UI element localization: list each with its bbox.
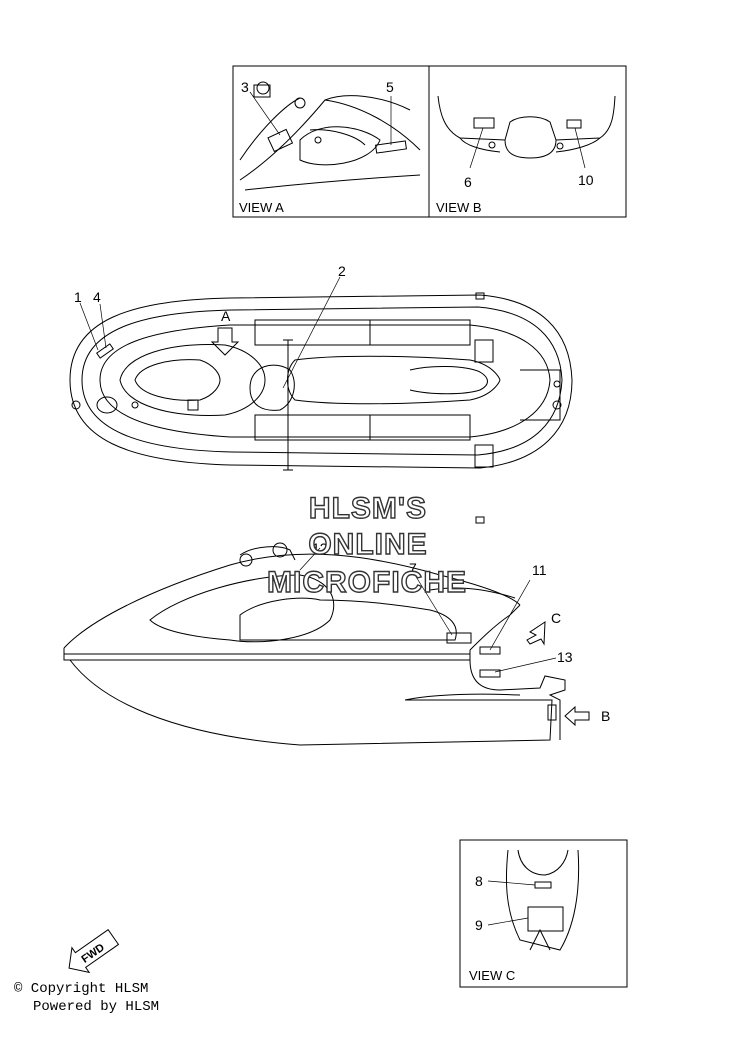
callout-3: 3	[241, 79, 249, 95]
view-a-title: VIEW A	[239, 200, 284, 215]
callout-12: 12	[312, 540, 328, 556]
callout-10: 10	[578, 172, 594, 188]
view-b-drawing	[437, 95, 616, 169]
view-c-title: VIEW C	[469, 968, 515, 983]
view-b-arrow-label: B	[601, 708, 610, 724]
callout-4: 4	[93, 289, 101, 305]
callout-9: 9	[475, 917, 483, 933]
watermark-line-2: ONLINE	[308, 528, 427, 561]
view-a-b-panel: 3 5 6 10 VIEW A VIEW B	[232, 65, 627, 218]
callout-11: 11	[532, 562, 547, 578]
callout-7: 7	[409, 560, 417, 576]
view-c-panel: 8 9 VIEW C	[459, 839, 628, 988]
view-c-arrow-label: C	[551, 610, 561, 626]
top-view-drawing	[69, 276, 573, 524]
callout-13: 13	[557, 649, 573, 665]
callout-2: 2	[338, 263, 346, 279]
side-view-drawing	[63, 542, 590, 746]
view-b-title: VIEW B	[436, 200, 482, 215]
view-a-drawing	[239, 81, 421, 191]
callout-6: 6	[464, 174, 472, 190]
powered-by-text: Powered by HLSM	[33, 999, 160, 1015]
callout-8: 8	[475, 873, 483, 889]
view-a-arrow-label: A	[221, 308, 231, 324]
callout-1: 1	[74, 289, 82, 305]
copyright-text: © Copyright HLSM	[14, 981, 149, 997]
watermark-line-1: HLSM'S	[309, 492, 427, 525]
callout-5: 5	[386, 79, 394, 95]
watermark-line-3: MICROFICHE	[267, 566, 467, 599]
fwd-arrow-icon: FWD	[68, 929, 120, 974]
watermark: HLSM'S ONLINE MICROFICHE	[266, 491, 467, 599]
